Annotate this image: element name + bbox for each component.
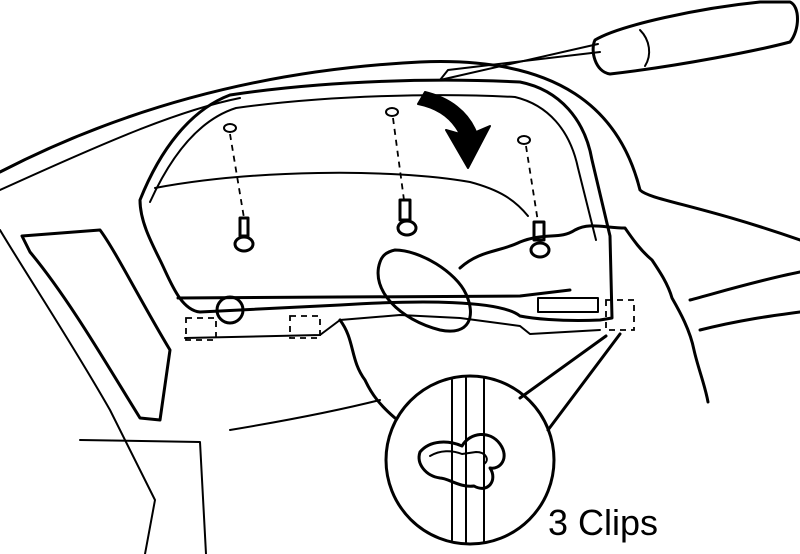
bezel-slot [537, 297, 599, 313]
clip-location-2 [289, 315, 321, 339]
removal-arrow [417, 91, 491, 169]
left-dash-edge [0, 229, 156, 554]
clip-shape [417, 433, 506, 490]
trip-knob [215, 295, 245, 325]
screw-middle [385, 107, 418, 237]
clips-label: 3 Clips [548, 502, 659, 543]
steering-column-lower [698, 310, 800, 332]
lower-left-panel [79, 439, 207, 554]
cluster-bezel [138, 78, 614, 323]
callout-leader-2 [546, 332, 622, 432]
dashboard-top-edge [0, 60, 800, 242]
screw-left [223, 123, 255, 253]
clip-location-3 [605, 299, 635, 331]
clip-detail-magnifier [384, 374, 556, 546]
gauge-face-top [154, 171, 529, 217]
callout-leader [518, 334, 608, 400]
screw-right [517, 135, 551, 259]
lower-console [229, 399, 381, 431]
left-vent [20, 228, 172, 422]
removed-panel-hand [376, 248, 472, 333]
panel-torn-edge [458, 224, 710, 404]
panel-torn-edge-lower [338, 318, 397, 420]
bezel-inner-edge [149, 94, 597, 241]
bezel-lower-trim [184, 314, 601, 339]
steering-column [688, 270, 800, 302]
clip-location-1 [185, 317, 217, 341]
bezel-bottom-lip [176, 288, 572, 300]
dashboard-hood-line [0, 97, 241, 191]
screwdriver [439, 0, 799, 81]
